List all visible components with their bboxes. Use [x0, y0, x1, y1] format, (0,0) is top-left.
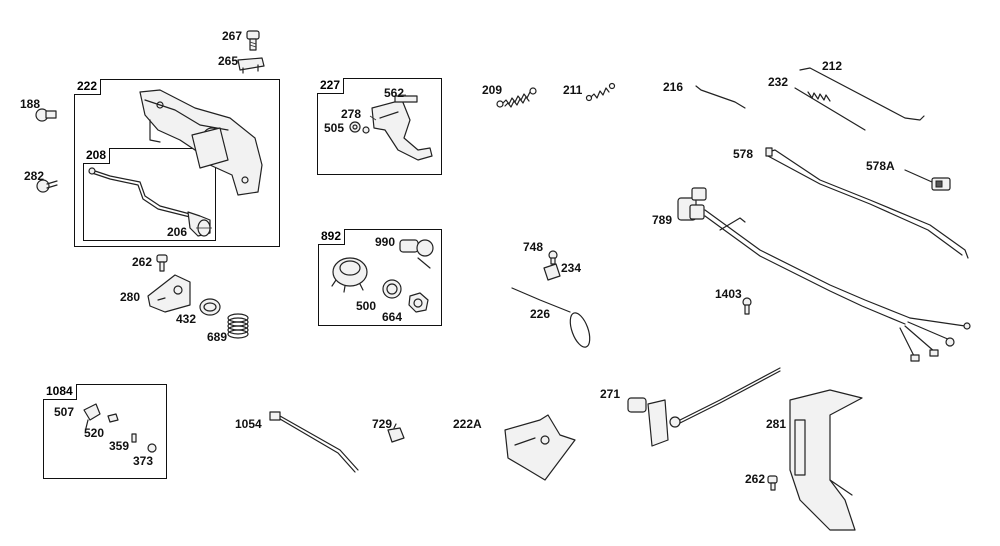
part-label: 209: [482, 83, 503, 97]
part-label: 562: [384, 86, 405, 100]
leader-lines: [196, 94, 406, 229]
clip-icon: [237, 57, 265, 74]
ignition-switch-drawing: [331, 257, 368, 293]
assembly-box-222: 222: [74, 79, 280, 247]
assembly-box-tag: 227: [317, 78, 345, 94]
part-label: 1054: [235, 417, 262, 431]
part-label: 500: [356, 299, 377, 313]
cable-icon: [765, 147, 969, 259]
part-label: 262: [132, 255, 153, 269]
part-label: 748: [523, 240, 544, 254]
part-label: 578A: [866, 159, 895, 173]
part-label: 211: [563, 83, 583, 97]
part-label: 578: [733, 147, 754, 161]
part-label: 232: [768, 75, 789, 89]
part-label: 278: [341, 107, 362, 121]
support-bracket-icon: [789, 389, 863, 531]
small-parts-drawing: [83, 403, 157, 453]
part-label: 280: [120, 290, 141, 304]
cable-tie-icon: [269, 411, 359, 473]
assembly-box-1084: 1084: [43, 384, 167, 479]
wire-harness-icon: [677, 187, 971, 362]
lock-washer-icon: [382, 279, 402, 299]
part-label: 234: [561, 261, 582, 275]
assembly-box-tag: 1084: [43, 384, 77, 400]
part-label: 262: [745, 472, 766, 486]
key-icon: [399, 239, 434, 269]
assembly-box-892: 892: [318, 229, 442, 326]
part-label: 520: [84, 426, 105, 440]
rod-icon: [695, 85, 746, 109]
rod-icon: [799, 67, 925, 121]
extension-spring-icon: [496, 87, 537, 108]
part-label: 689: [207, 330, 228, 344]
part-label: 282: [24, 169, 45, 183]
cable-loop-icon: [511, 287, 591, 348]
part-label: 664: [382, 310, 403, 324]
part-label: 216: [663, 80, 684, 94]
part-label: 1403: [715, 287, 742, 301]
part-label: 212: [822, 59, 843, 73]
part-label: 265: [218, 54, 239, 68]
mounting-bracket-icon: [504, 414, 576, 481]
extension-spring-icon: [585, 82, 616, 102]
hex-nut-icon: [408, 292, 429, 313]
screw-icon: [742, 297, 752, 315]
part-label: 222A: [453, 417, 482, 431]
screw-icon: [36, 179, 58, 193]
bolt-icon: [767, 475, 778, 491]
bolt-icon: [156, 254, 168, 272]
part-label: 789: [652, 213, 673, 227]
assembly-box-tag: 208: [83, 148, 111, 164]
coil-spring-icon: [227, 313, 249, 339]
part-label: 271: [600, 387, 621, 401]
assembly-box-tag: 892: [318, 229, 346, 245]
part-label: 505: [324, 121, 345, 135]
assembly-box-208: 208: [83, 148, 216, 241]
bushing-icon: [199, 298, 221, 316]
part-label: 188: [20, 97, 41, 111]
throttle-rod-drawing: [88, 167, 191, 218]
screw-icon: [35, 108, 57, 122]
clip-icon: [387, 423, 405, 443]
part-label: 206: [167, 225, 188, 239]
part-label: 729: [372, 417, 393, 431]
part-label: 373: [133, 454, 154, 468]
part-label: 281: [766, 417, 787, 431]
part-label: 507: [54, 405, 75, 419]
clip-icon: [543, 263, 561, 281]
knob-icon: [187, 211, 211, 237]
part-label: 359: [109, 439, 130, 453]
part-label: 990: [375, 235, 396, 249]
assembly-box-tag: 222: [74, 79, 102, 95]
lever-assembly-drawing: [349, 95, 433, 161]
part-label: 226: [530, 307, 551, 321]
assembly-box-227: 227: [317, 78, 442, 175]
part-label: 432: [176, 312, 197, 326]
part-label: 267: [222, 29, 243, 43]
bolt-icon: [246, 30, 260, 51]
throttle-cable-icon: [627, 367, 781, 447]
screw-icon: [548, 250, 558, 265]
spring-rod-icon: [794, 87, 866, 131]
connector-icon: [904, 169, 951, 191]
mounting-bracket-icon: [147, 274, 191, 313]
control-bracket-drawing: [139, 89, 263, 196]
